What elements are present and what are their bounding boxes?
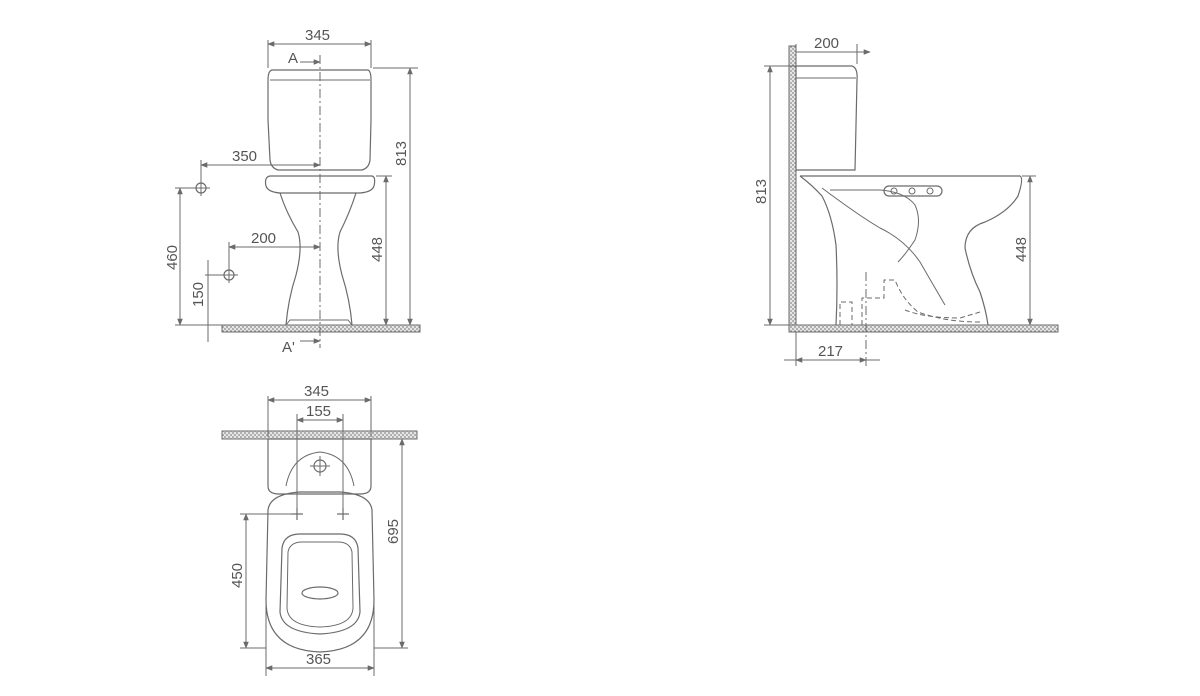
front-view: A A' 345 813 448 350 200 [164,27,421,356]
tank-side [795,65,858,171]
dim-side-bowl-height: 448 [1013,237,1030,262]
floor-side [788,324,1059,333]
tank-front [267,69,372,171]
dim-top-tank-width: 345 [304,383,329,400]
dim-front-outlet-offset: 200 [251,230,276,247]
wall-top [221,430,418,440]
dim-front-width: 345 [305,27,330,44]
bowl-rim-front [264,175,376,194]
section-label-top: A [288,50,298,67]
wall-side [788,45,797,333]
dim-front-bowl-height: 448 [369,237,386,262]
dim-front-inlet-offset: 350 [232,148,257,165]
bolt-right-icon [337,508,349,520]
pedestal-front [279,192,357,326]
bowl-side [799,175,1023,326]
dim-front-inlet-height: 460 [164,245,181,270]
drain-symbol [301,586,339,600]
floor-front [221,324,421,333]
dim-top-total-depth: 695 [385,519,402,544]
dim-side-total-height: 813 [753,179,770,204]
side-view: 200 813 448 217 [753,35,1059,366]
dim-side-tank-depth: 200 [814,35,839,52]
top-view: 345 155 695 450 365 [221,383,418,676]
flush-holes [883,185,943,197]
hidden-outlet-side [839,279,981,325]
dim-top-bolt-spacing: 155 [306,403,331,420]
tank-top [267,438,372,495]
dim-top-seat-depth: 450 [229,563,246,588]
bowl-top [265,491,375,653]
dim-top-bowl-width: 365 [306,651,331,668]
section-label-bottom: A' [282,339,295,356]
bolt-left-icon [291,508,303,520]
dim-front-outlet-height: 150 [190,282,207,307]
dim-side-outlet-distance: 217 [818,343,843,360]
dim-front-total-height: 813 [393,141,410,166]
